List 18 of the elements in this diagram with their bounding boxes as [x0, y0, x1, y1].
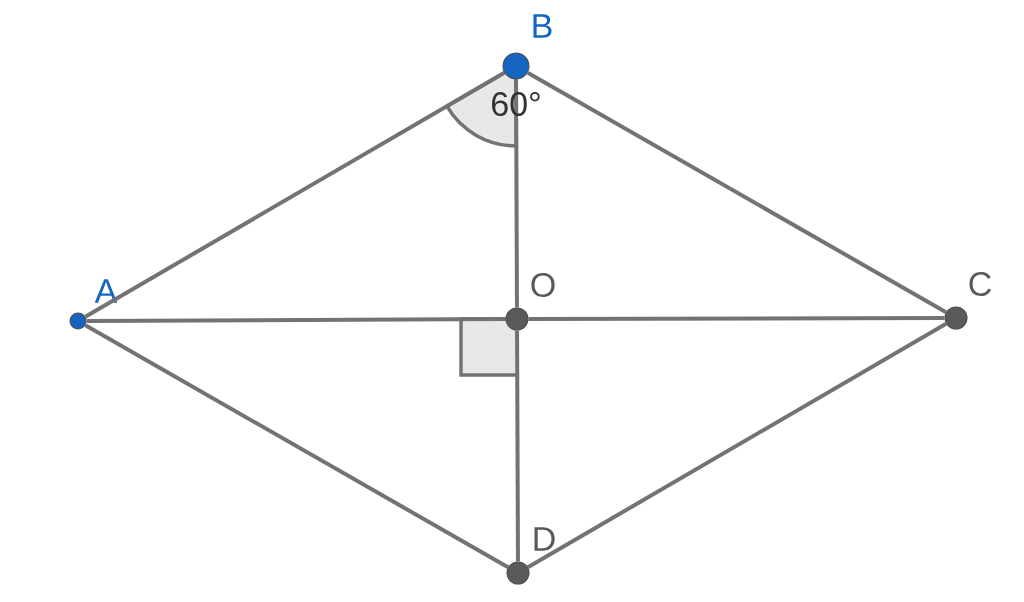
point: C: [944, 271, 991, 330]
node-label: D: [534, 527, 555, 551]
line-segment: [84, 71, 506, 319]
node-label: B: [533, 14, 552, 38]
point: A: [69, 279, 118, 330]
line-segment: [526, 322, 948, 569]
line-segment: [515, 330, 520, 562]
line-segment: [84, 323, 510, 569]
line-segment: [526, 70, 948, 314]
line-segment: [528, 316, 945, 321]
node-label: C: [969, 271, 991, 297]
point: O: [505, 272, 555, 331]
line-segment: [86, 317, 506, 323]
line-segment: [514, 79, 519, 308]
node-label: O: [531, 272, 555, 298]
point: B: [502, 14, 552, 80]
node-label: A: [94, 279, 118, 303]
point: D: [506, 527, 555, 585]
